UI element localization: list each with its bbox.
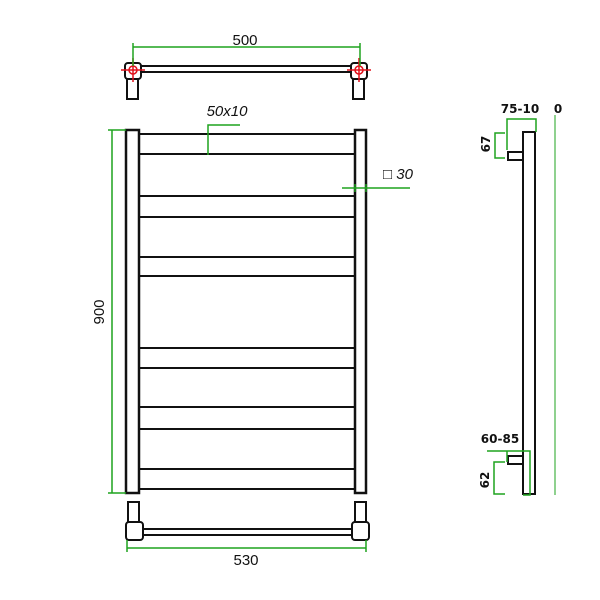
rail-bar	[138, 133, 356, 155]
right-post	[353, 128, 368, 495]
top-view-bar	[131, 65, 361, 73]
side-bottom-bracket	[507, 455, 524, 465]
dim-900	[108, 129, 126, 494]
rail-bar	[138, 256, 356, 277]
bottom-left-stub	[127, 501, 140, 523]
rail-bar	[138, 195, 356, 218]
left-post	[124, 128, 141, 495]
leader-30	[342, 184, 410, 192]
side-view	[507, 131, 536, 495]
bottom-right-block	[351, 521, 370, 541]
side-dims	[487, 118, 537, 496]
bottom-right-stub	[354, 501, 367, 523]
side-top-bracket	[507, 151, 524, 161]
rail-bar	[138, 347, 356, 369]
rail-bar	[138, 406, 356, 430]
bottom-view-bar	[139, 528, 357, 536]
side-post	[522, 131, 536, 495]
height-900-label: 900	[91, 299, 108, 324]
bottom-left-block	[125, 521, 144, 541]
dim-530	[126, 540, 367, 552]
bar-section-label: 50x10	[207, 103, 249, 120]
bottom-view	[125, 501, 370, 541]
bottom-bracket-label: 62	[478, 472, 492, 489]
leader-50x10	[207, 124, 240, 155]
top-offset-label: 75-10	[501, 102, 539, 116]
top-bracket-label: 67	[479, 136, 493, 153]
front-view	[124, 128, 368, 495]
width-500-label: 500	[232, 32, 257, 49]
dim-500	[132, 43, 361, 66]
bottom-offset-label: 60-85	[481, 432, 519, 446]
top-view	[124, 62, 368, 100]
width-530-label: 530	[233, 552, 258, 569]
wall-zero-label: 0	[554, 102, 562, 116]
center-marks	[121, 58, 371, 82]
rail-bar	[138, 468, 356, 490]
post-section-label: □ 30	[383, 166, 414, 183]
